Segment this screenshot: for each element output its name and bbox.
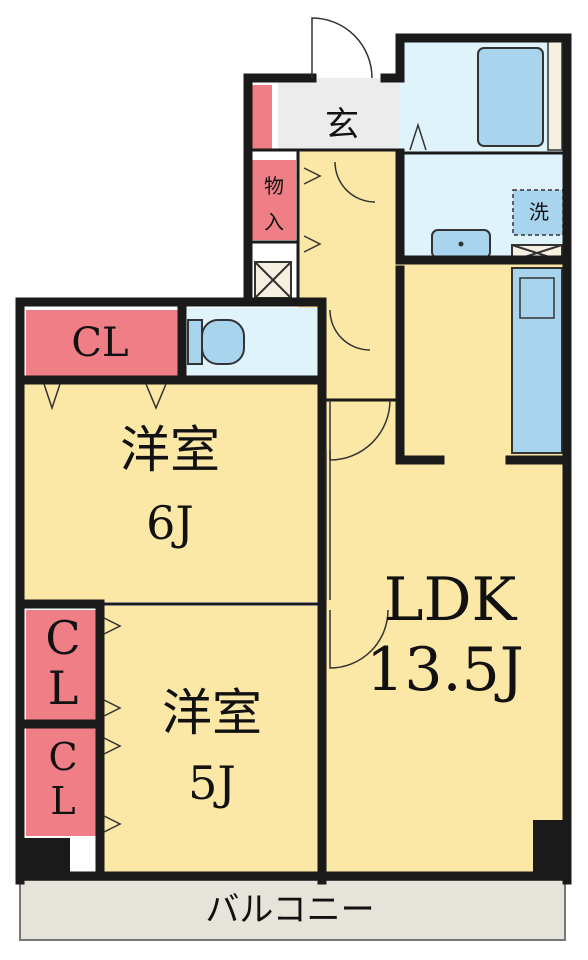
bathtub: [477, 47, 544, 147]
pipe-shaft-left: [254, 261, 292, 299]
column-bottom-left: [20, 838, 70, 880]
ldk-size: 13.5J: [366, 635, 524, 705]
closet-l2-label: L: [50, 779, 76, 823]
balcony-area: [19, 879, 566, 941]
kitchen-hob: [519, 277, 555, 319]
entrance-label: 玄: [325, 105, 359, 145]
balcony-label: バルコニー: [205, 890, 375, 930]
toilet-bowl: [201, 319, 245, 365]
column-bottom-right: [533, 820, 567, 880]
room-5-floor: [100, 606, 322, 874]
storage-closet-area: [252, 160, 296, 240]
washer-space: [512, 189, 564, 236]
doors: [311, 17, 427, 669]
entrance-closet: [250, 85, 272, 150]
bath-wall-strip: [547, 39, 563, 151]
closet-c1-label: C: [45, 611, 81, 665]
room-6-floor: [20, 380, 322, 602]
closet-c2-label: C: [48, 735, 78, 779]
room-5-size: 5J: [188, 756, 236, 810]
thin-walls: [100, 148, 567, 606]
storage-label-1: 物: [264, 174, 284, 198]
entrance-floor: [278, 78, 400, 150]
closet-l1-label: L: [47, 661, 79, 715]
closet-c1-area: [26, 610, 100, 720]
ldk-name: LDK: [383, 565, 517, 635]
closet-main-label: CL: [71, 320, 129, 366]
basin-drain: [458, 241, 464, 247]
sliding-marks: [43, 167, 331, 833]
room-6-name: 洋室: [120, 421, 220, 479]
washer-label: 洗: [529, 200, 549, 224]
walls: [15, 33, 572, 885]
toilet-tank: [187, 319, 203, 365]
closet-c2-area: [26, 728, 100, 836]
storage-label-2: 入: [264, 210, 284, 234]
room-6-size: 6J: [146, 496, 194, 550]
room-5-name: 洋室: [162, 684, 262, 742]
closet-main-area: [26, 310, 182, 376]
